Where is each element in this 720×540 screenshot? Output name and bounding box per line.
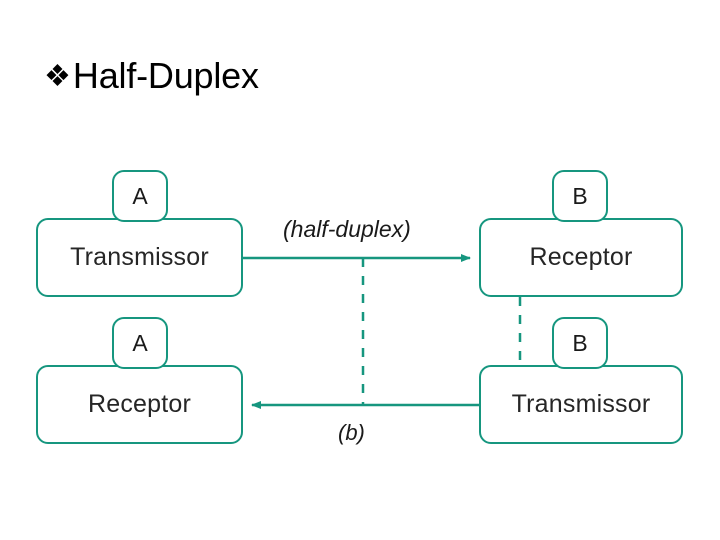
node-role-label: Receptor: [87, 390, 192, 418]
node-role-label: Transmissor: [70, 243, 209, 271]
node-bottom-left-receptor[interactable]: Receptor: [36, 365, 243, 444]
node-tag-label: B: [572, 329, 588, 356]
page-title-text: Half-Duplex: [72, 55, 259, 96]
node-bottom-right-transmissor[interactable]: Transmissor: [479, 365, 683, 444]
figure-caption: (b): [338, 420, 365, 445]
node-top-left-transmissor[interactable]: Transmissor: [36, 218, 243, 297]
node-tag-label: A: [132, 329, 148, 356]
node-tag-top-left[interactable]: A: [112, 170, 168, 222]
node-tag-bottom-left[interactable]: A: [112, 317, 168, 369]
node-tag-label: A: [132, 182, 148, 209]
node-top-right-receptor[interactable]: Receptor: [479, 218, 683, 297]
node-role-label: Receptor: [529, 243, 633, 271]
diamond-cluster-icon: ❖: [44, 60, 71, 93]
node-role-label: Transmissor: [511, 390, 651, 418]
link-mode-label: (half-duplex): [283, 216, 411, 242]
node-tag-bottom-right[interactable]: B: [552, 317, 608, 369]
node-tag-label: B: [572, 182, 588, 209]
page-title: ❖ Half-Duplex: [44, 56, 259, 96]
node-tag-top-right[interactable]: B: [552, 170, 608, 222]
